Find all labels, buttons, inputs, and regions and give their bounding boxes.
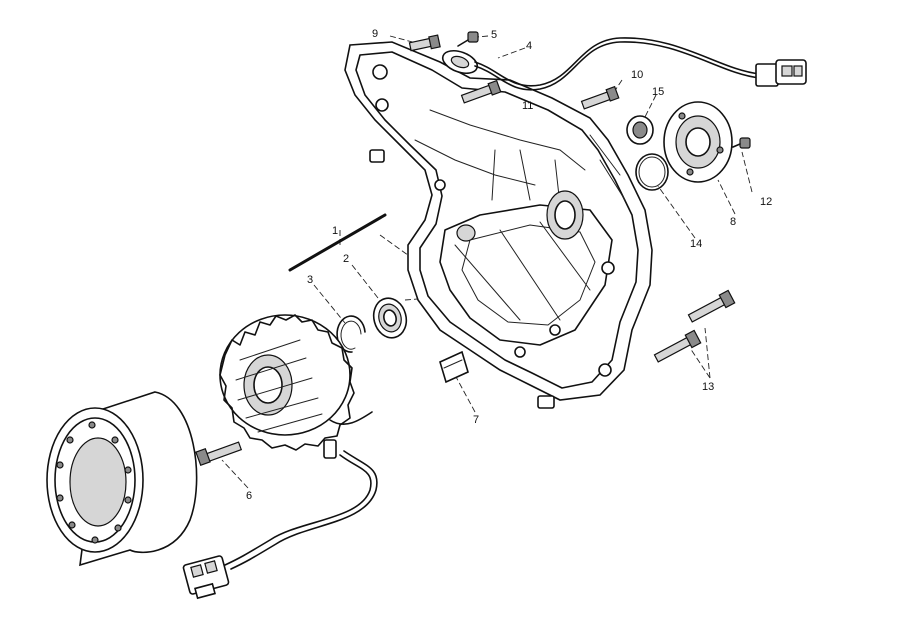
bolts-13: [653, 289, 736, 363]
callout-4: 4: [526, 40, 532, 52]
bolt-10: [580, 85, 620, 110]
callout-13: 13: [702, 381, 714, 393]
callout-11: 11: [522, 100, 533, 112]
callout-14: 14: [690, 238, 702, 250]
bolt-9: [408, 34, 441, 52]
pickup-sensor-4: [441, 37, 761, 91]
callout-10: 10: [631, 69, 643, 81]
screw-5: [457, 31, 479, 47]
callout-1: 1: [332, 225, 338, 237]
gasket-7: [439, 350, 469, 384]
assembly-line-1: [288, 213, 387, 272]
screw-12: [732, 137, 751, 149]
generator-cover: [344, 41, 653, 409]
connector-plug-bottom: [182, 555, 230, 600]
stator-cable: [224, 450, 378, 570]
callout-labels: 1 2 3 4 5 6 7 8 9 10 11 12 13 14 15: [246, 28, 772, 502]
bolt-6: [195, 441, 243, 467]
callout-12: 12: [760, 196, 772, 208]
callout-2: 2: [343, 253, 349, 265]
callout-15: 15: [652, 86, 664, 98]
connector-plug-top: [755, 59, 807, 87]
bolt-11: [460, 79, 502, 104]
callout-9: 9: [372, 28, 378, 40]
bearing-2: [372, 297, 408, 339]
callout-6: 6: [246, 490, 252, 502]
flywheel-rotor: [46, 391, 198, 567]
callout-5: 5: [491, 29, 497, 41]
o-ring-14: [635, 153, 669, 191]
cover-plate-8: [663, 101, 733, 183]
oil-seal-15: [626, 115, 654, 145]
callout-8: 8: [730, 216, 736, 228]
stator: [219, 314, 373, 459]
callout-3: 3: [307, 274, 313, 286]
callout-7: 7: [473, 414, 479, 426]
